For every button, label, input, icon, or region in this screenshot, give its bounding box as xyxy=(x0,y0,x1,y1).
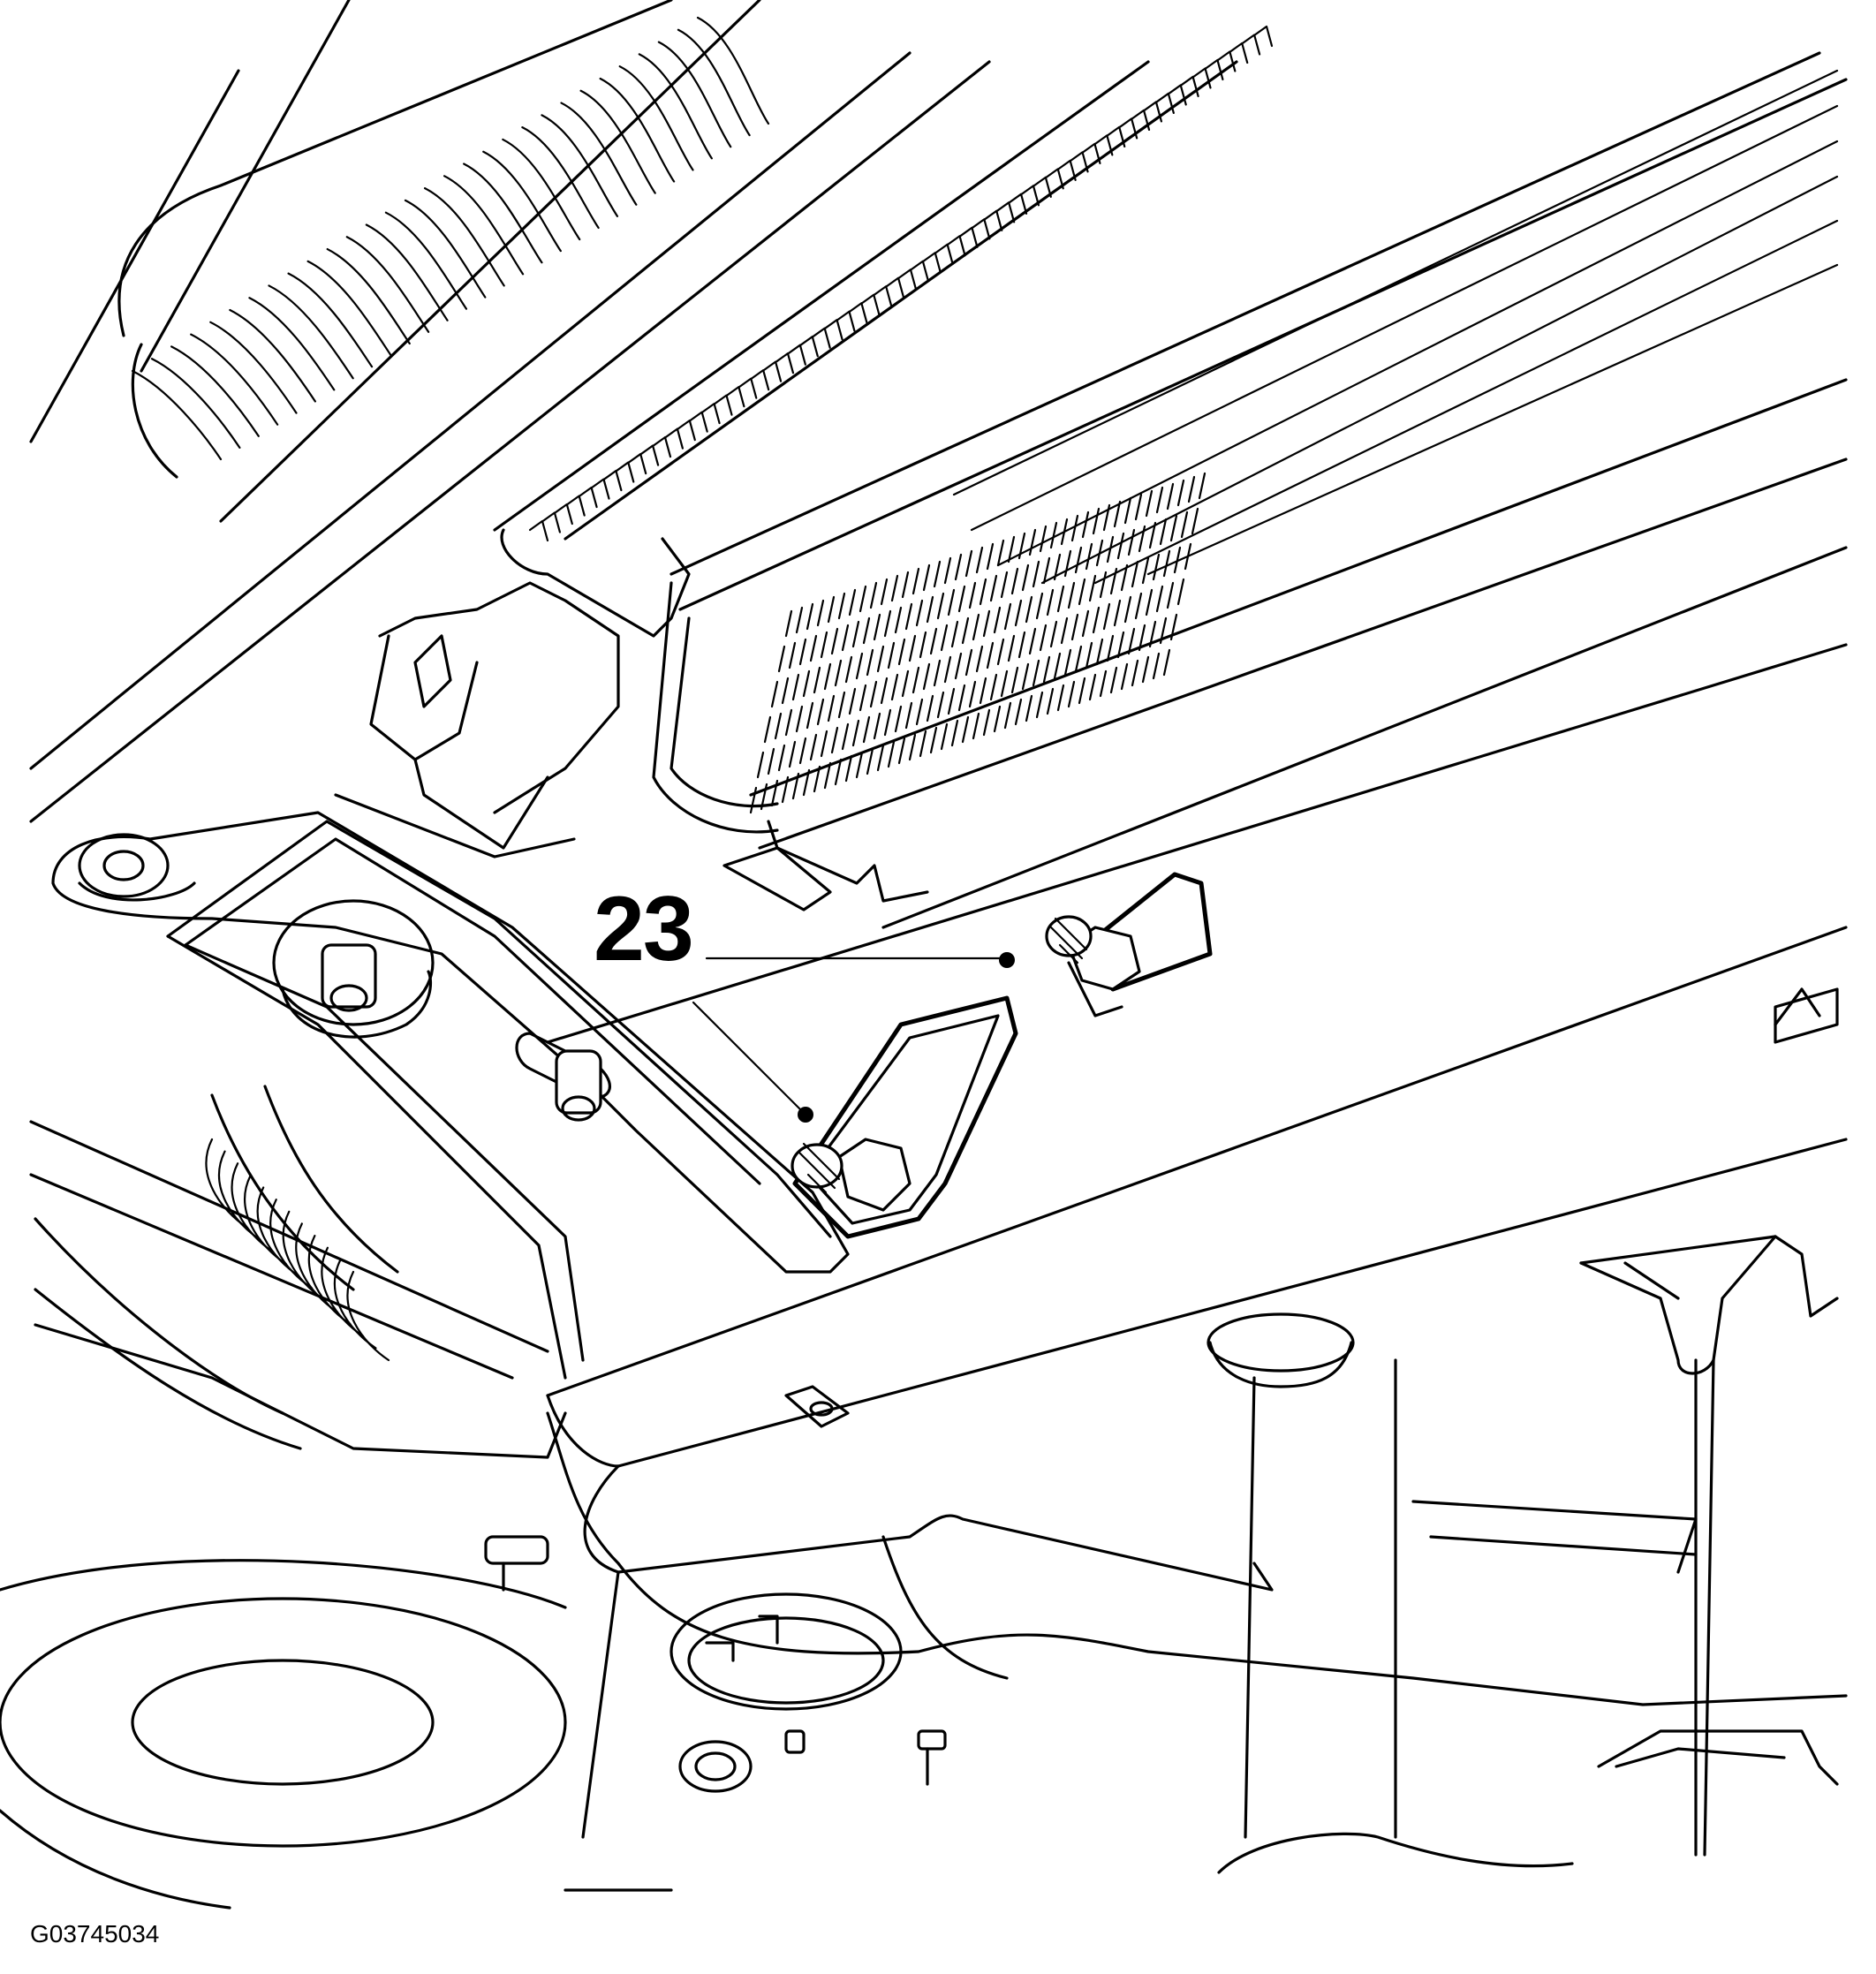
link-bracket xyxy=(790,872,1213,1239)
callout-leaders xyxy=(692,952,1015,1123)
lower-hose-ribs xyxy=(205,1138,390,1362)
callout-number: 23 xyxy=(594,878,694,980)
radiator-side-tank xyxy=(334,528,929,911)
lower-hose xyxy=(29,1085,567,1459)
corrugated-hose xyxy=(29,0,770,523)
radiator-frame xyxy=(29,25,1848,1044)
subframe-crossmember xyxy=(546,926,1848,1857)
radiator-core-fins xyxy=(749,472,1207,814)
leader-dot-upper xyxy=(999,952,1015,968)
lower-housing xyxy=(0,1535,947,1910)
vertical-strut xyxy=(1207,1312,1574,1874)
hose-ribs xyxy=(131,16,770,461)
figure-id: G03745034 xyxy=(30,1920,160,1948)
mount-isolator-stud xyxy=(272,899,611,1122)
leader-dot-lower xyxy=(798,1107,813,1123)
mounting-bracket xyxy=(51,811,850,1380)
radiator-top-fins xyxy=(528,25,1274,542)
